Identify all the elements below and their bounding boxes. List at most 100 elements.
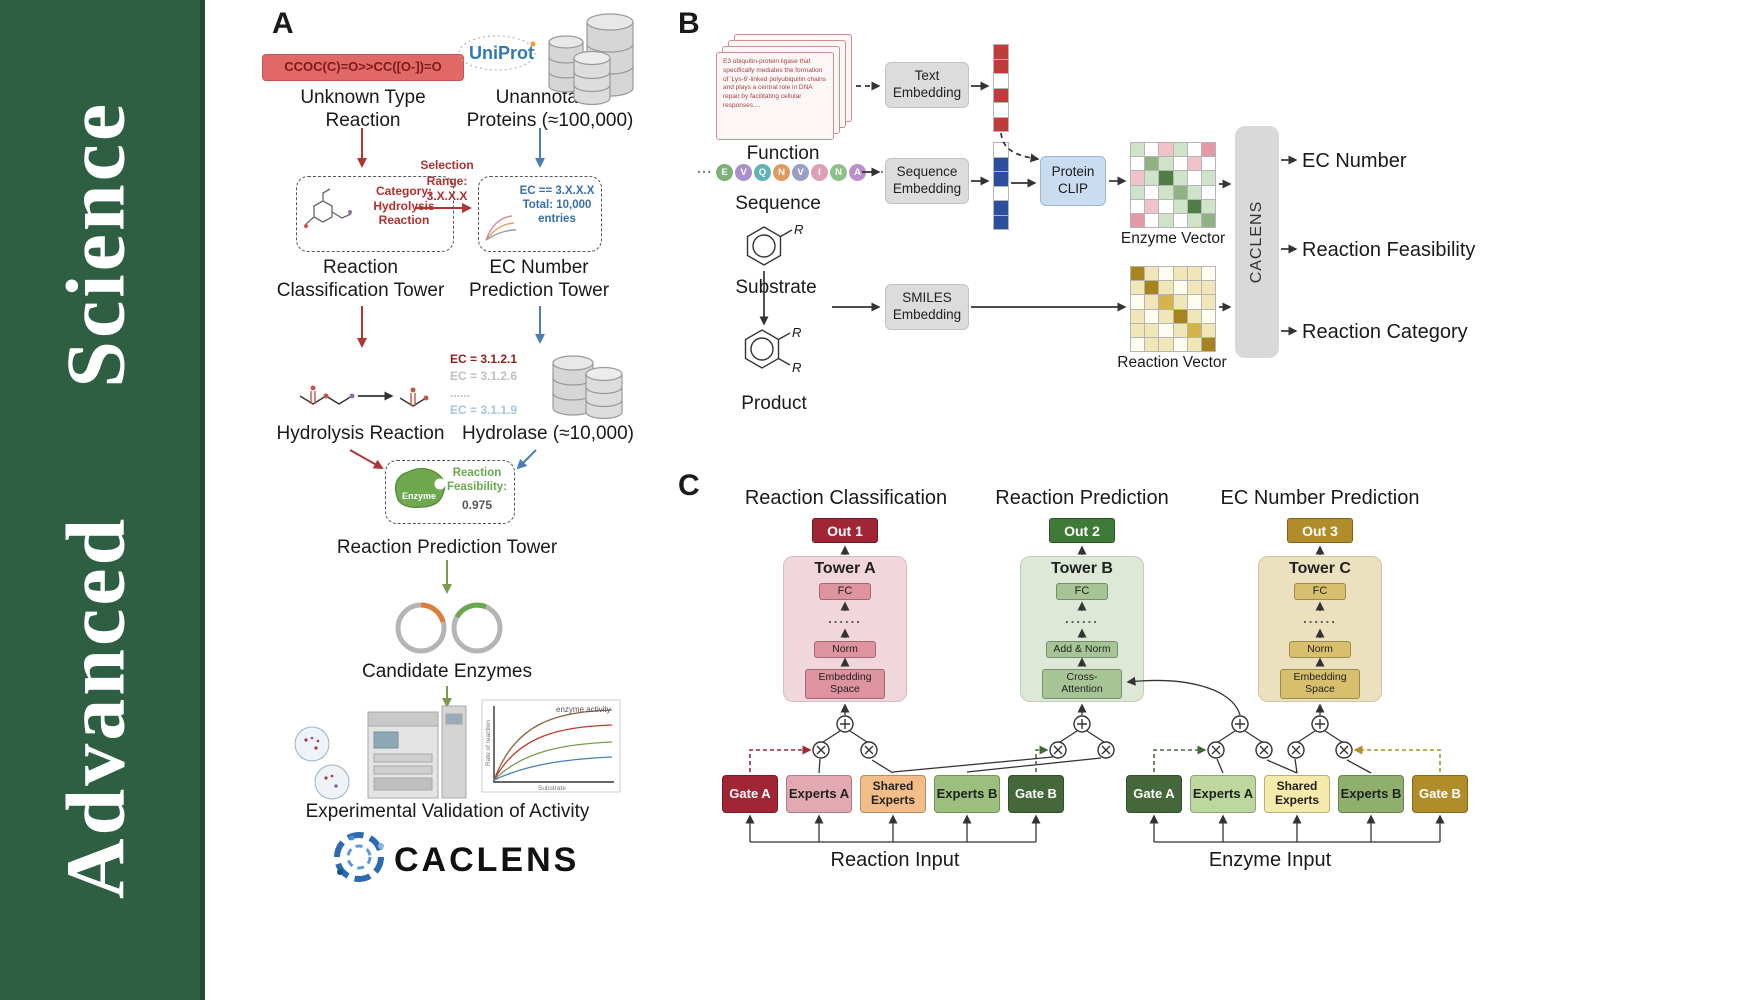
sequence-token: A [849, 163, 866, 181]
hydrolysis-reaction-label: Hydrolysis Reaction [276, 423, 445, 444]
vector-cell [1201, 171, 1215, 185]
tower-b: Tower B FC ...... Add & Norm Cross- Atte… [1020, 556, 1144, 702]
text-embedding-vector [993, 44, 1009, 132]
reaction-vector-label: Reaction Vector [1117, 354, 1227, 371]
substrate-molecule-icon: R [746, 222, 803, 266]
vector-cell [1131, 267, 1145, 281]
layer-dots: ...... [1303, 611, 1337, 626]
product-label: Product [741, 393, 807, 414]
tower-a: Tower A FC ...... Norm Embedding Space [783, 556, 907, 702]
function-label: Function [746, 143, 820, 164]
norm-layer: Norm [814, 641, 876, 658]
layer-dots: ...... [828, 611, 862, 626]
ec-list-item: ...... [450, 386, 471, 400]
vector-cell [1187, 295, 1201, 309]
vector-cell [1131, 281, 1145, 295]
enzyme-shared-experts-box: Shared Experts [1264, 775, 1330, 813]
vector-cell [1159, 337, 1173, 351]
journal-name: Advanced Science [49, 100, 143, 900]
vector-cell [1173, 267, 1187, 281]
ec-list-item: EC = 3.1.1.9 [450, 403, 518, 417]
vector-cell [1159, 295, 1173, 309]
vector-cell [1187, 281, 1201, 295]
output-reaction-feasibility: Reaction Feasibility [1302, 239, 1476, 261]
vector-cell [1187, 213, 1201, 227]
panel-a-label: A [272, 7, 294, 40]
vector-cell [1173, 199, 1187, 213]
sequence-ellipsis: ··· [870, 163, 885, 181]
vector-cell [1131, 157, 1145, 171]
vector-cell [1173, 323, 1187, 337]
vector-cell [1145, 199, 1159, 213]
vector-cell [1131, 323, 1145, 337]
vector-cell [1145, 185, 1159, 199]
vector-cell [1159, 267, 1173, 281]
sequence-token: E [716, 163, 733, 181]
vector-cell [1145, 213, 1159, 227]
enzyme-vector-label: Enzyme Vector [1120, 230, 1226, 247]
vector-cell [994, 59, 1008, 73]
function-cards: E3 ubiquitin-protein ligase that specifi… [716, 34, 856, 142]
vector-cell [1201, 295, 1215, 309]
output-ec-number: EC Number [1302, 150, 1407, 172]
vector-cell [1131, 199, 1145, 213]
expert-connector-lines [818, 756, 1372, 774]
vector-cell [1145, 171, 1159, 185]
panel-c-label: C [678, 469, 700, 502]
substrate-label: Substrate [735, 277, 817, 298]
ester-molecule-icon [299, 385, 355, 405]
vector-cell [994, 201, 1008, 215]
reaction-prediction-tower-label: Reaction Prediction Tower [336, 537, 558, 558]
selection-range-label: Selection Range: 3.X.X.X [420, 158, 474, 204]
vector-cell [1173, 157, 1187, 171]
output-reaction-category: Reaction Category [1302, 321, 1468, 343]
vector-cell [1187, 199, 1201, 213]
tower-c-title: Tower C [1289, 560, 1351, 577]
candidate-enzyme-plasmids [395, 602, 503, 654]
vector-cell [1145, 323, 1159, 337]
reaction-prediction-title: Reaction Prediction [995, 487, 1169, 509]
panel-b-label: B [678, 7, 700, 40]
tower-output-arrows [840, 545, 1325, 555]
tower-c: Tower C FC ...... Norm Embedding Space [1258, 556, 1382, 702]
out-3-box: Out 3 [1287, 518, 1353, 543]
vector-cell [1131, 185, 1145, 199]
vector-cell [1145, 295, 1159, 309]
enzyme-gate-b-box: Gate B [1412, 775, 1468, 813]
vector-cell [1145, 143, 1159, 157]
vector-cell [994, 88, 1008, 102]
candidate-enzymes-label: Candidate Enzymes [361, 661, 533, 682]
embedding-space-layer: Embedding Space [805, 669, 885, 699]
vector-cell [994, 74, 1008, 88]
reaction-shared-experts-box: Shared Experts [860, 775, 926, 813]
reaction-feasibility-label: Reaction Feasibility: [446, 467, 508, 494]
reaction-input-label: Reaction Input [830, 849, 960, 871]
smiles-reaction-box: CCOC(C)=O>>CC([O-])=O [262, 54, 464, 81]
protein-clip-box: Protein CLIP [1040, 156, 1106, 206]
vector-cell [994, 45, 1008, 59]
tower-a-title: Tower A [814, 560, 876, 577]
reaction-feasibility-box [385, 460, 515, 524]
vector-cell [1187, 323, 1201, 337]
vector-cell [1187, 157, 1201, 171]
reaction-classification-title: Reaction Classification [744, 487, 948, 509]
sequence-embedding-box: Sequence Embedding [885, 158, 969, 204]
smiles-embedding-box: SMILES Embedding [885, 284, 969, 330]
vector-cell [1159, 323, 1173, 337]
vector-cell [1173, 213, 1187, 227]
vector-cell [994, 143, 1008, 157]
reaction-gate-a-box: Gate A [722, 775, 778, 813]
ec-range-box [478, 176, 602, 252]
vector-cell [1145, 267, 1159, 281]
vector-cell [1201, 157, 1215, 171]
vector-cell [1145, 157, 1159, 171]
sequence-ellipsis: ··· [697, 163, 712, 181]
product-molecule-icon: R R [744, 325, 801, 375]
vector-cell [1159, 199, 1173, 213]
out-2-box: Out 2 [1049, 518, 1115, 543]
vector-cell [1131, 213, 1145, 227]
caclens-module-label: CACLENS [1248, 200, 1265, 284]
vector-cell [1173, 185, 1187, 199]
enzyme-gate-a-box: Gate A [1126, 775, 1182, 813]
